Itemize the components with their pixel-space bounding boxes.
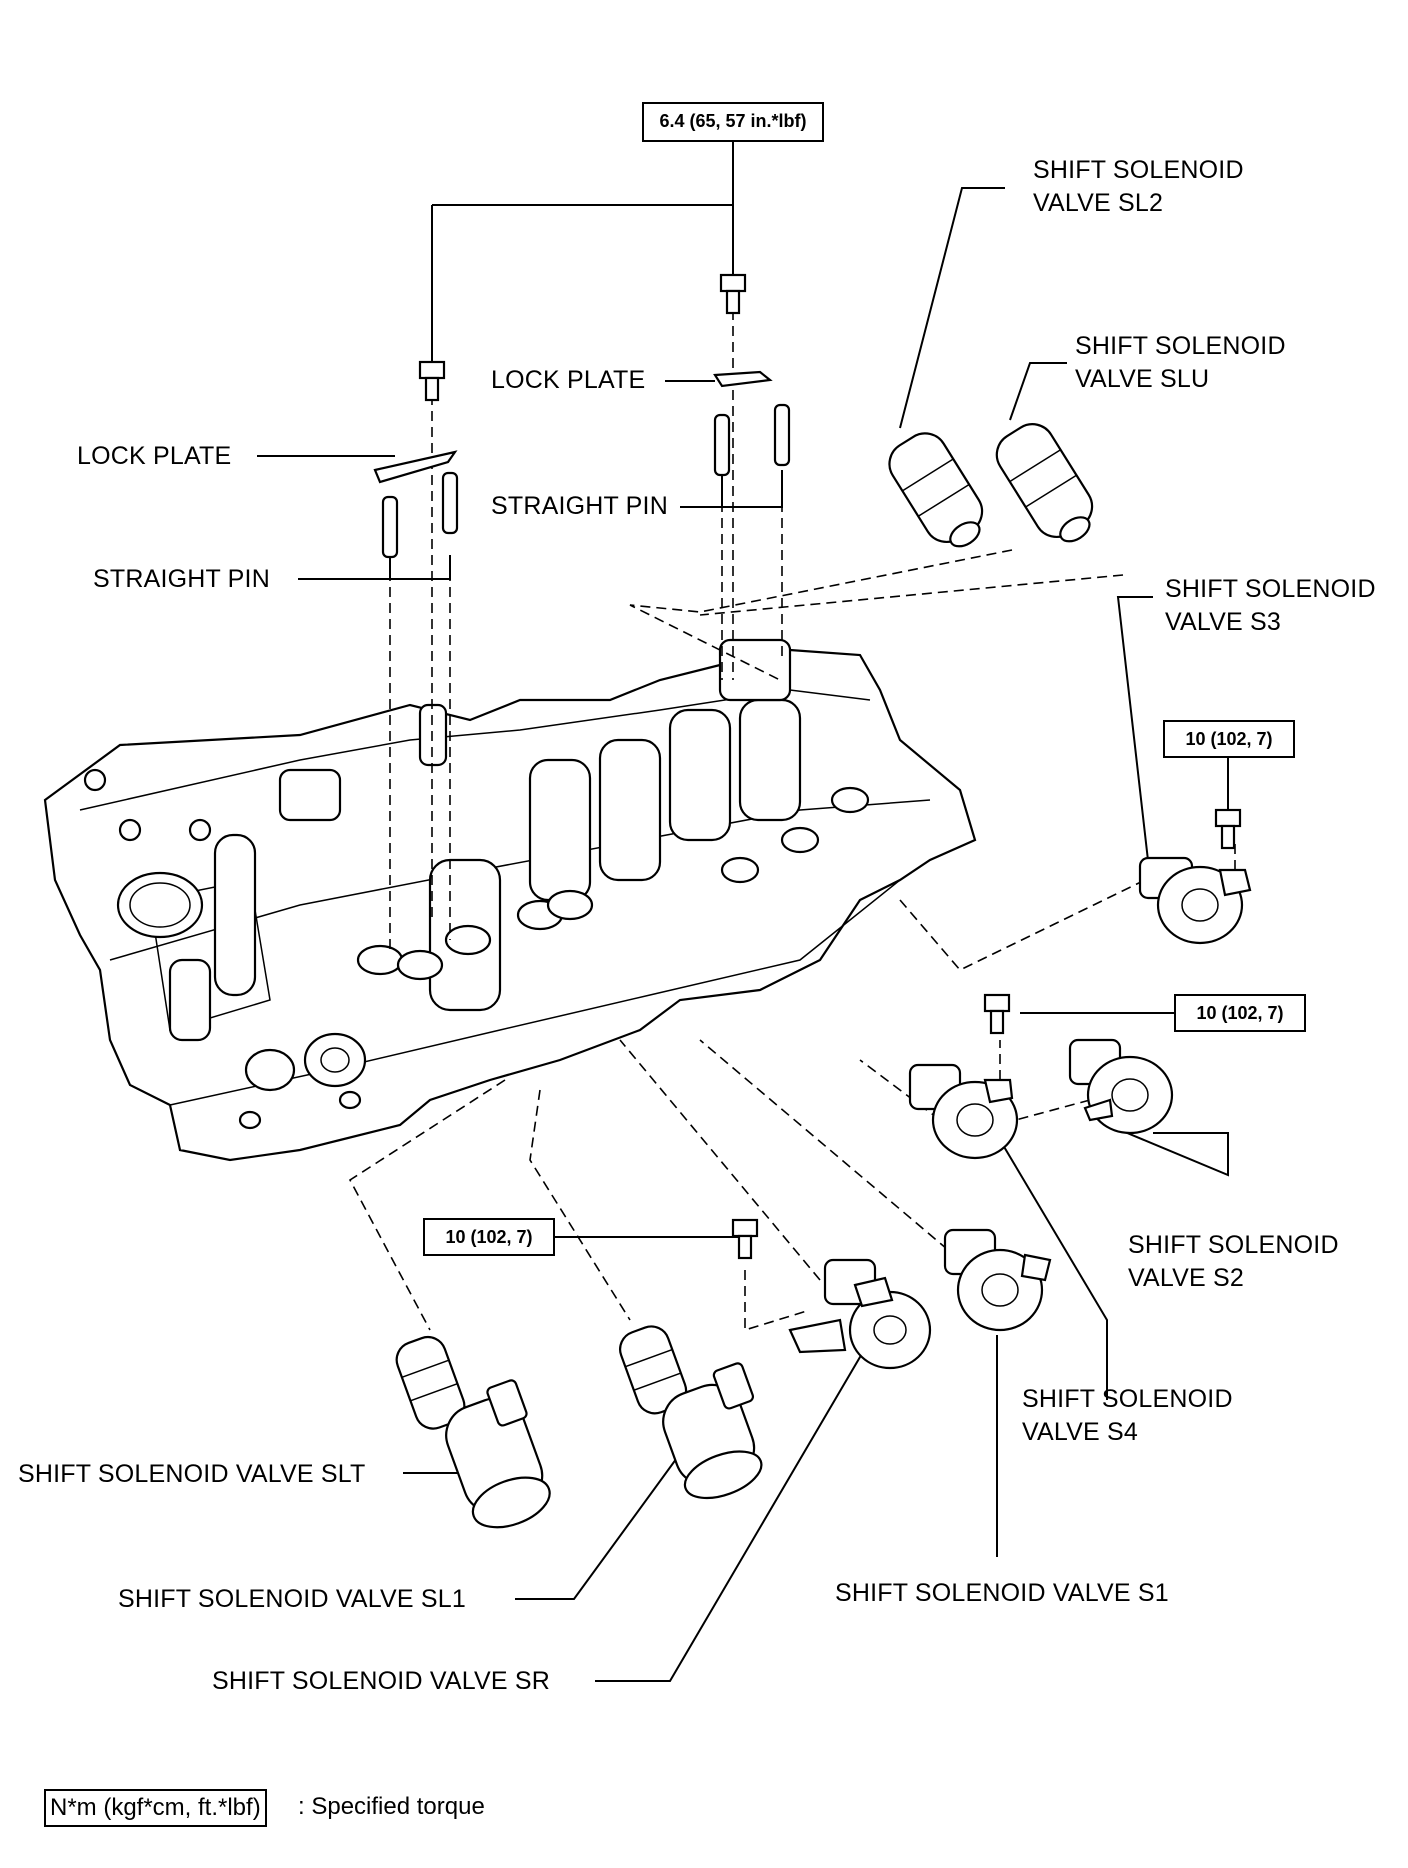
leader-lines	[257, 142, 1229, 1682]
label-lock-plate-left: LOCK PLATE	[77, 442, 232, 470]
label-shift-solenoid-slu: SHIFT SOLENOID VALVE SLU	[1075, 332, 1286, 393]
label-shift-solenoid-s4: SHIFT SOLENOID VALVE S4	[1022, 1385, 1233, 1446]
label-shift-solenoid-sl2: SHIFT SOLENOID VALVE SL2	[1033, 156, 1244, 217]
lock-plate-center	[713, 370, 773, 388]
legend-unit-box: N*m (kgf*cm, ft.*lbf)	[44, 1789, 267, 1827]
straight-pin	[441, 471, 459, 535]
torque-box-s3: 10 (102, 7)	[1163, 720, 1295, 758]
solenoid-s2	[1068, 1038, 1174, 1135]
label-straight-pin-left: STRAIGHT PIN	[93, 565, 270, 593]
legend-text: : Specified torque	[298, 1793, 485, 1820]
torque-box-s2-s4: 10 (102, 7)	[1174, 994, 1306, 1032]
label-shift-solenoid-s2: SHIFT SOLENOID VALVE S2	[1128, 1231, 1339, 1292]
bolt-top-left	[418, 360, 446, 402]
label-lock-plate-center: LOCK PLATE	[491, 366, 646, 394]
solenoid-sr	[788, 1258, 932, 1370]
solenoid-sl1	[619, 1325, 763, 1500]
label-shift-solenoid-s1: SHIFT SOLENOID VALVE S1	[835, 1579, 1169, 1607]
solenoid-slu	[995, 423, 1094, 543]
label-shift-solenoid-sl1: SHIFT SOLENOID VALVE SL1	[118, 1585, 466, 1613]
bolt-s2-s4	[983, 993, 1011, 1035]
bolt-top-center	[719, 273, 747, 315]
solenoid-s1	[943, 1228, 1052, 1332]
bolt-s3	[1214, 808, 1242, 850]
solenoid-slt	[395, 1335, 551, 1529]
lock-plate-left	[373, 450, 458, 484]
alignment-lines	[348, 310, 1236, 1332]
torque-box-top: 6.4 (65, 57 in.*lbf)	[642, 102, 824, 142]
straight-pin	[773, 403, 791, 467]
solenoid-sl2	[888, 432, 984, 548]
bolt-sr	[731, 1218, 759, 1260]
valve-body	[43, 638, 977, 1162]
solenoid-s3	[1138, 856, 1252, 945]
label-shift-solenoid-sr: SHIFT SOLENOID VALVE SR	[212, 1667, 551, 1695]
label-straight-pin-center: STRAIGHT PIN	[491, 492, 668, 520]
label-shift-solenoid-slt: SHIFT SOLENOID VALVE SLT	[18, 1460, 366, 1488]
label-shift-solenoid-s3: SHIFT SOLENOID VALVE S3	[1165, 575, 1376, 636]
torque-box-sr: 10 (102, 7)	[423, 1218, 555, 1256]
straight-pin	[381, 495, 399, 559]
straight-pin	[713, 413, 731, 477]
solenoid-s4	[908, 1063, 1019, 1160]
